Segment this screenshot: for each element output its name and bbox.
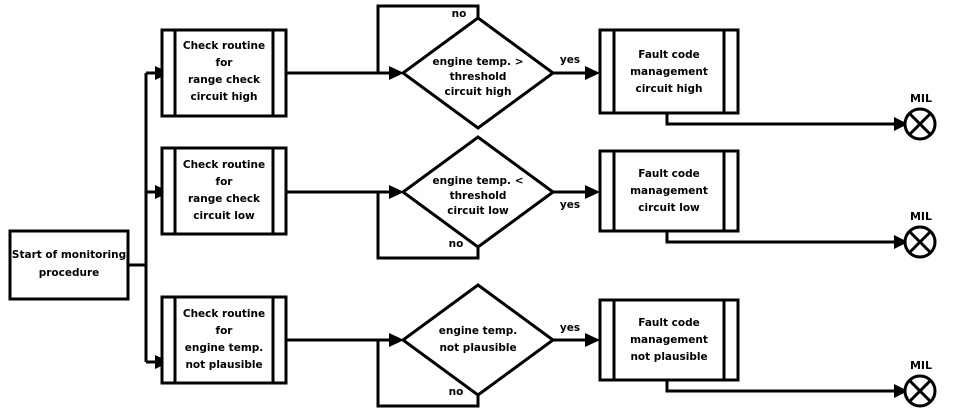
connector-row1-fault-to-lamp [665, 113, 908, 131]
mil-lamp-circuit-low[interactable]: MIL [903, 210, 937, 259]
check-routine-np-line-3: engine temp. [185, 342, 264, 354]
mil-label-row1: MIL [910, 92, 932, 105]
check-routine-circuit-high[interactable]: Check routine for range check circuit hi… [160, 28, 288, 118]
connector-row2-check-to-decision [287, 185, 404, 199]
check-routine-high-line-3: range check [188, 74, 261, 86]
indicator-lamp-icon [903, 107, 937, 141]
decision-high-line-2: threshold [450, 71, 507, 83]
connector-row1-check-to-decision [287, 66, 404, 80]
mil-lamp-not-plausible[interactable]: MIL [903, 359, 937, 408]
connector-row3-check-to-decision [287, 333, 404, 347]
fault-np-line-2: management [630, 334, 708, 346]
fault-high-line-2: management [630, 66, 708, 78]
fault-low-line-3: circuit low [638, 202, 700, 214]
decision-np-line-1: engine temp. [439, 325, 518, 337]
check-routine-low-line-1: Check routine [183, 159, 265, 171]
start-line-2: procedure [39, 267, 100, 279]
label-yes-row2: yes [560, 199, 580, 211]
decision-engine-temp-circuit-high[interactable]: engine temp. > threshold circuit high [400, 16, 556, 130]
check-routine-high-line-4: circuit high [190, 91, 257, 103]
check-routine-np-line-4: not plausible [185, 359, 262, 371]
connector-row3-yes-to-fault [553, 333, 600, 347]
decision-low-line-3: circuit low [447, 205, 509, 217]
check-routine-high-line-2: for [216, 57, 234, 69]
fault-code-management-circuit-low[interactable]: Fault code management circuit low [598, 149, 740, 233]
label-no-row1: no [452, 8, 467, 20]
connector-row2-fault-to-lamp [665, 231, 908, 249]
check-routine-low-line-4: circuit low [193, 210, 255, 222]
check-routine-np-line-1: Check routine [183, 308, 265, 320]
check-routine-high-line-1: Check routine [183, 40, 265, 52]
decision-low-line-1: engine temp. < [432, 175, 523, 187]
mil-lamp-circuit-high[interactable]: MIL [903, 92, 937, 141]
fault-low-line-2: management [630, 185, 708, 197]
decision-engine-temp-not-plausible[interactable]: engine temp. not plausible [400, 283, 556, 397]
check-routine-np-line-2: for [216, 325, 234, 337]
label-yes-row1: yes [560, 54, 580, 66]
connector-row1-yes-to-fault [553, 66, 600, 80]
connector-row1-no-loop [376, 4, 480, 75]
fault-np-line-1: Fault code [638, 317, 699, 329]
fault-low-line-1: Fault code [638, 168, 699, 180]
decision-low-line-2: threshold [450, 190, 507, 202]
connector-row3-fault-to-lamp [665, 380, 908, 398]
label-yes-row3: yes [560, 322, 580, 334]
start-of-monitoring-procedure[interactable]: Start of monitoring procedure [8, 229, 130, 301]
check-routine-low-line-2: for [216, 176, 234, 188]
fault-np-line-3: not plausible [630, 351, 707, 363]
check-routine-low-line-3: range check [188, 193, 261, 205]
indicator-lamp-icon [903, 225, 937, 259]
decision-engine-temp-circuit-low[interactable]: engine temp. < threshold circuit low [400, 135, 556, 249]
decision-np-line-2: not plausible [439, 342, 516, 354]
mil-label-row3: MIL [910, 359, 932, 372]
check-routine-not-plausible[interactable]: Check routine for engine temp. not plaus… [160, 295, 288, 385]
check-routine-circuit-low[interactable]: Check routine for range check circuit lo… [160, 146, 288, 236]
fault-high-line-1: Fault code [638, 49, 699, 61]
decision-high-line-3: circuit high [444, 86, 511, 98]
indicator-lamp-icon [903, 374, 937, 408]
decision-high-line-1: engine temp. > [432, 56, 523, 68]
mil-label-row2: MIL [910, 210, 932, 223]
connector-row2-no-loop [376, 190, 480, 260]
fault-code-management-circuit-high[interactable]: Fault code management circuit high [598, 28, 740, 115]
connector-row2-yes-to-fault [553, 185, 600, 199]
label-no-row2: no [449, 238, 464, 250]
connector-row3-no-loop [376, 338, 480, 408]
start-line-1: Start of monitoring [12, 249, 126, 261]
fault-high-line-3: circuit high [635, 83, 702, 95]
label-no-row3: no [449, 386, 464, 398]
fault-code-management-not-plausible[interactable]: Fault code management not plausible [598, 298, 740, 382]
